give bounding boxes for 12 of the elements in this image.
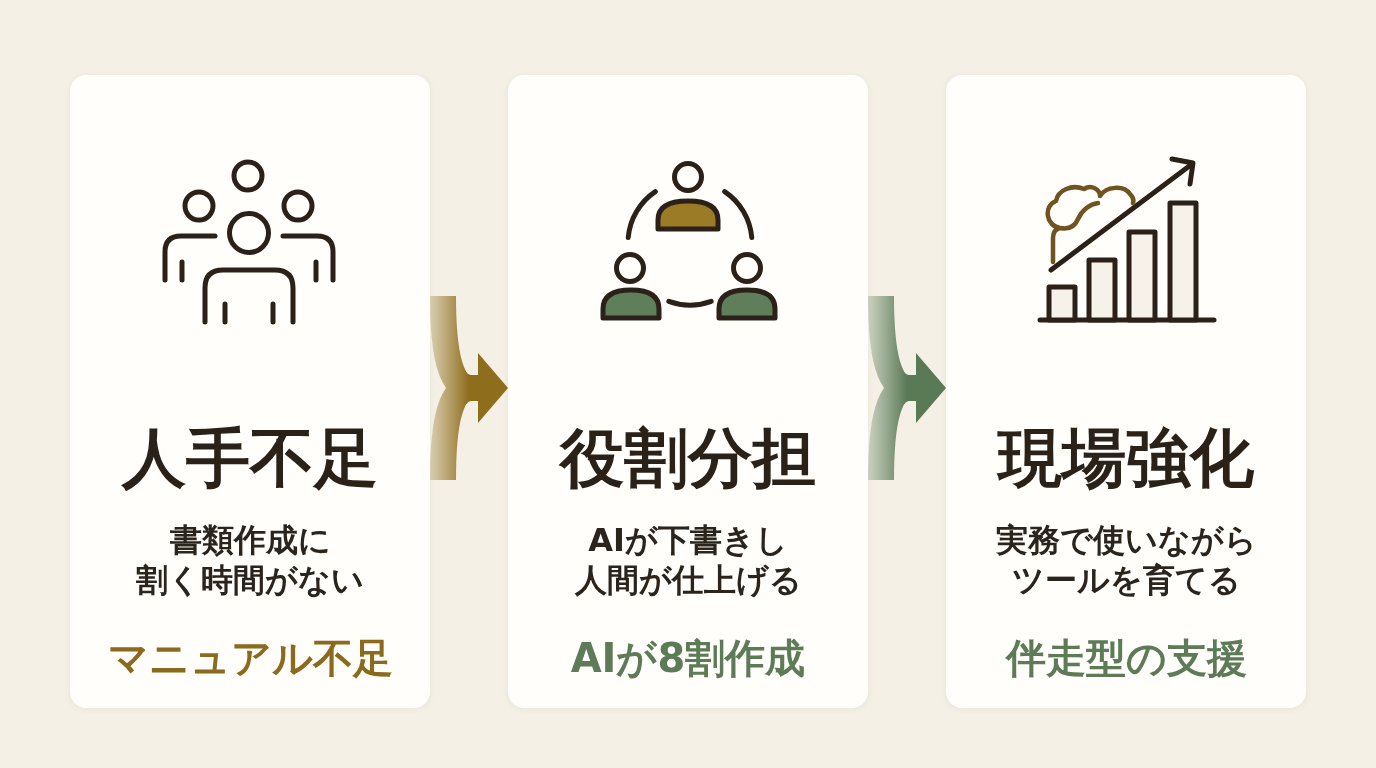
card <box>508 75 868 708</box>
card-title: 現場強化 <box>998 420 1254 496</box>
tagline-text: マニュアル不足 <box>107 634 393 683</box>
card <box>70 75 430 708</box>
card <box>946 75 1306 708</box>
tagline-text: 伴走型の支援 <box>1005 634 1247 683</box>
tagline-text: AIが8割作成 <box>570 634 806 683</box>
description-text: AIが下書きし人間が仕上げる <box>573 520 803 600</box>
description-text: 実務で使いながらツールを育てる <box>994 520 1258 600</box>
card-title: 人手不足 <box>122 420 378 496</box>
description-text: 書類作成に割く時間がない <box>135 520 365 600</box>
card-title: 役割分担 <box>560 420 816 496</box>
